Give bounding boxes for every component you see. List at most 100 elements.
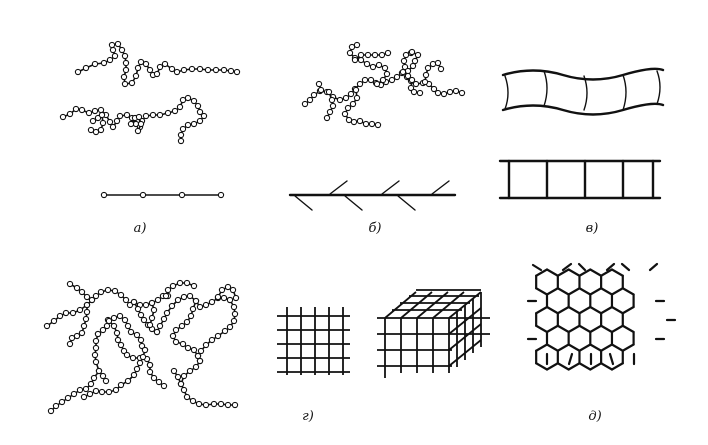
monomer-bead [70, 390, 78, 398]
monomer-bead [164, 286, 172, 294]
monomer-bead [329, 102, 337, 110]
hex-bond [561, 262, 573, 272]
monomer-bead [126, 301, 134, 309]
monomer-bead [224, 401, 232, 409]
hex-bond [621, 343, 635, 352]
monomer-bead [383, 70, 391, 78]
network-coil-10 [146, 361, 168, 390]
monomer-bead [104, 286, 112, 294]
linear-coil-loop-2 [127, 113, 145, 135]
monomer-bead [341, 110, 349, 118]
monomer-bead [83, 308, 91, 316]
monomer-bead [100, 191, 108, 199]
hex-bond [610, 324, 624, 334]
monomer-bead [186, 367, 194, 375]
monomer-bead [412, 80, 420, 88]
monomer-bead [183, 318, 191, 326]
linear-chain-straight [100, 191, 225, 199]
hex-bond [567, 305, 581, 315]
monomer-bead [153, 328, 161, 336]
hex-bond [567, 343, 581, 352]
hex-bond [578, 362, 592, 371]
monomer-bead [146, 368, 154, 376]
hex-bond [567, 352, 574, 366]
monomer-bead [369, 63, 377, 71]
panel-g: г) [43, 279, 490, 424]
monomer-bead [121, 52, 129, 60]
hex-bond [600, 343, 614, 352]
monomer-bead [127, 328, 135, 336]
monomer-bead [114, 336, 122, 344]
monomer-bead [384, 49, 392, 57]
network-coil-16 [162, 279, 198, 300]
ladder-straight [498, 159, 662, 200]
monomer-bead [200, 112, 208, 120]
monomer-bead [103, 322, 111, 330]
monomer-bead [102, 377, 110, 385]
monomer-bead [92, 387, 100, 395]
panel-d: д) [526, 262, 677, 424]
monomer-bead [178, 191, 186, 199]
monomer-bead [113, 117, 121, 125]
monomer-bead [186, 292, 194, 300]
monomer-bead [111, 287, 119, 295]
monomer-bead [353, 41, 361, 49]
monomer-bead [137, 311, 145, 319]
hex-bond [589, 287, 603, 296]
monomer-bead [66, 280, 74, 288]
monomer-bead [192, 297, 200, 305]
hex-bond [535, 343, 549, 352]
monomer-bead [88, 296, 96, 304]
monomer-bead [91, 351, 99, 359]
hex-bond [556, 305, 570, 315]
monomer-bead [121, 316, 129, 324]
hex-bond [600, 305, 614, 315]
network-coil-14 [47, 367, 103, 415]
monomer-bead [52, 402, 60, 410]
monomer-bead [230, 303, 238, 311]
monomer-bead [183, 393, 191, 401]
monomer-bead [218, 286, 226, 294]
monomer-bead [429, 60, 437, 68]
monomer-bead [142, 112, 150, 120]
network-coil-2 [66, 280, 96, 304]
panel-label-d: д) [588, 409, 601, 424]
monomer-bead [80, 322, 88, 330]
monomer-bead [134, 64, 142, 72]
monomer-bead [317, 86, 325, 94]
monomer-bead [400, 57, 408, 65]
monomer-bead [196, 357, 204, 365]
network-coil-18 [146, 299, 158, 329]
monomer-bead [78, 288, 86, 296]
monomer-bead [232, 294, 240, 302]
branched-coil-branch-5 [399, 68, 424, 97]
monomer-bead [231, 401, 239, 409]
hex-bond [620, 262, 631, 272]
hex-bond [610, 362, 624, 371]
monomer-bead [231, 310, 239, 318]
monomer-bead [122, 296, 130, 304]
monomer-bead [344, 104, 352, 112]
network-square-grid [277, 307, 350, 375]
monomer-bead [179, 125, 187, 133]
monomer-bead [227, 67, 235, 75]
monomer-bead [156, 63, 164, 71]
monomer-bead [76, 306, 84, 314]
hex-bond [621, 305, 635, 315]
monomer-bead [99, 326, 107, 334]
monomer-bead [437, 65, 445, 73]
branched-coil-branch-6 [421, 59, 445, 86]
monomer-bead [192, 363, 200, 371]
monomer-bead [82, 315, 90, 323]
monomer-bead [59, 113, 67, 121]
monomer-bead [129, 354, 137, 362]
monomer-bead [73, 332, 81, 340]
monomer-bead [105, 388, 113, 396]
monomer-bead [164, 109, 172, 117]
ladder-wavy [501, 67, 665, 116]
monomer-bead [196, 65, 204, 73]
monomer-bead [90, 374, 98, 382]
monomer-bead [226, 296, 234, 304]
monomer-bead [375, 61, 383, 69]
monomer-bead [176, 103, 184, 111]
